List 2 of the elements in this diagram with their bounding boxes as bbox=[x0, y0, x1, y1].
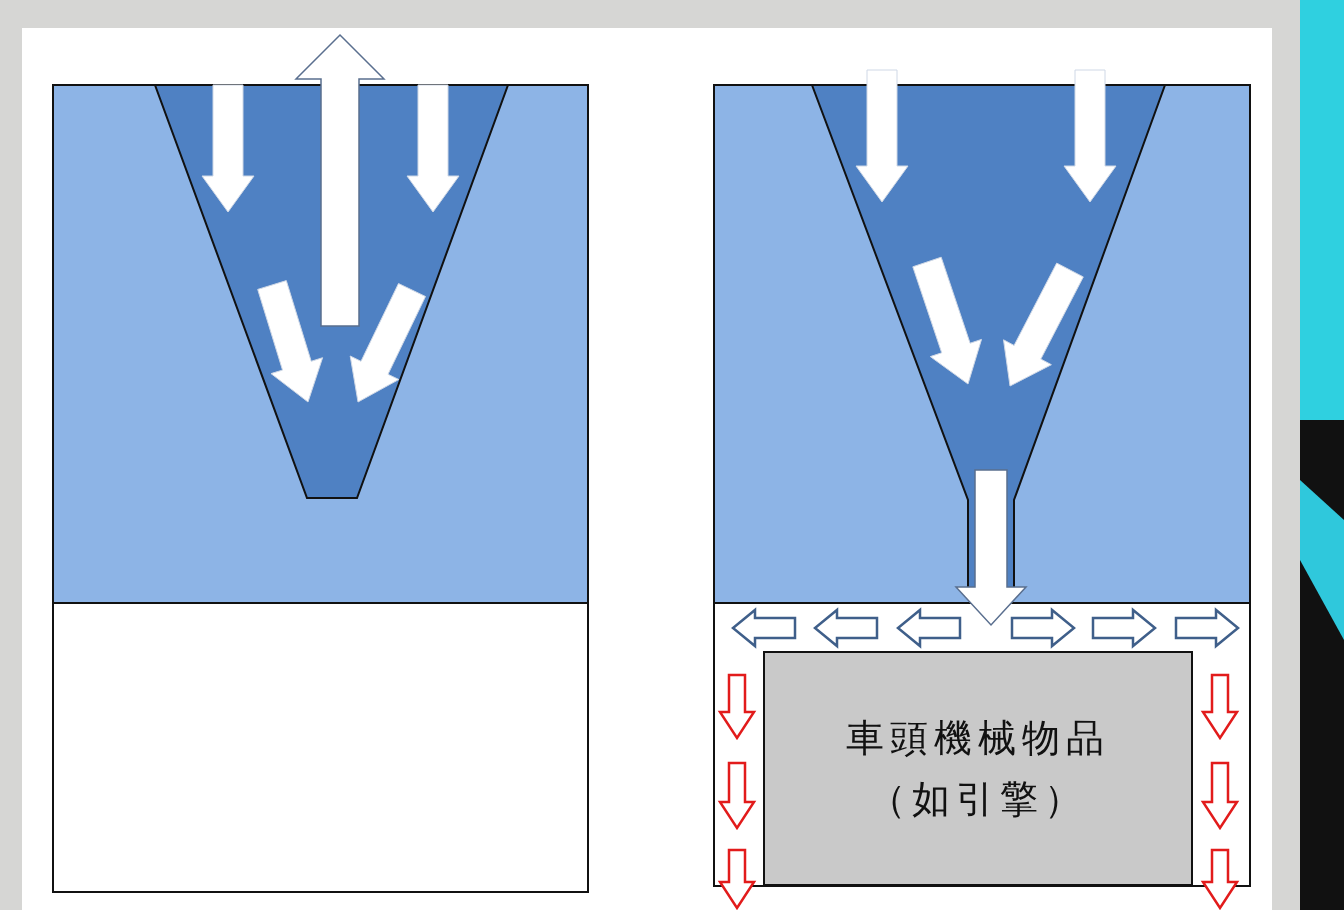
machinery-box bbox=[763, 651, 1193, 886]
box-label: 車頭機械物品（如引擎） bbox=[845, 714, 1111, 823]
